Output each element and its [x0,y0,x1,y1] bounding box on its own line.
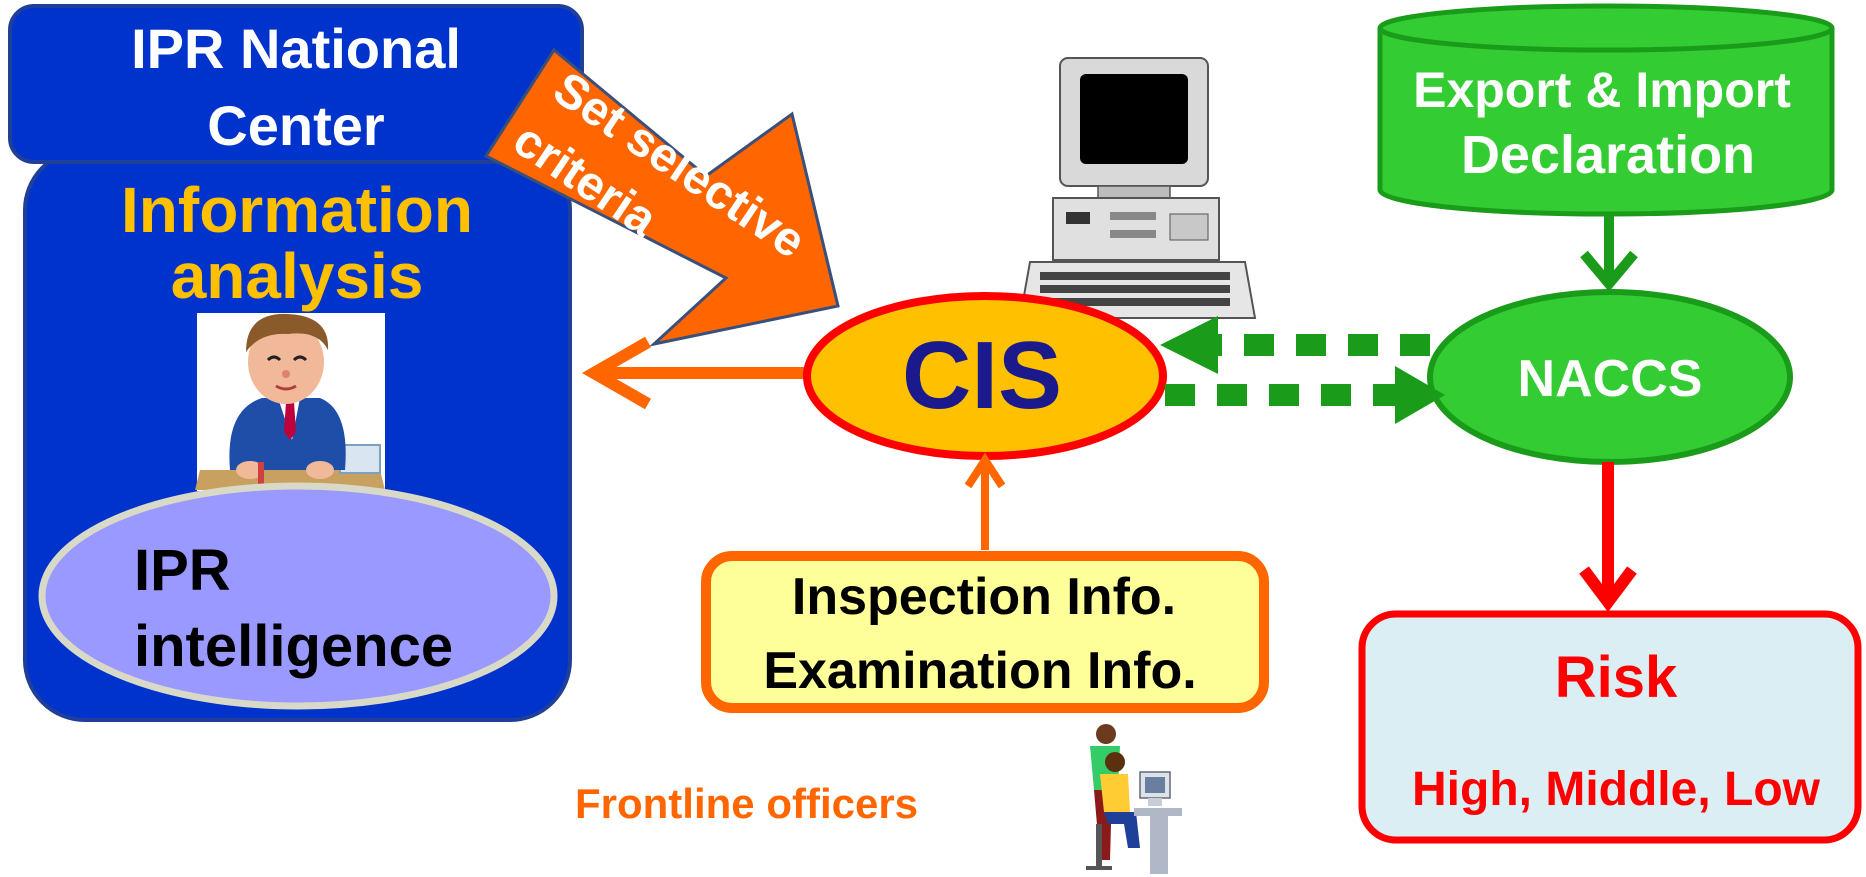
cis-label: CIS [902,322,1062,429]
declaration-label-line1: Export & Import [1413,62,1791,118]
risk-title: Risk [1555,645,1678,710]
inspection-label-line1: Inspection Info. [792,568,1176,626]
declaration-database: Export & Import Declaration [1377,3,1835,217]
ipr-center-block: IPR National Center Information analysis [8,4,584,722]
intelligence-label-line1: IPR [134,538,231,603]
naccs-node: NACCS [1427,289,1793,465]
ipr-center-title-line1: IPR National [131,17,461,80]
inspection-to-cis-arrow [964,452,1006,550]
cis-naccs-exchange-arrows [1160,316,1445,424]
analysis-label-line1: Information [121,174,473,246]
cis-to-ipr-arrow [581,336,820,410]
declaration-to-naccs-arrow [1580,214,1638,292]
inspection-info-box: Inspection Info. Examination Info. [701,551,1269,713]
ipr-center-title-line2: Center [207,94,384,157]
naccs-label: NACCS [1518,350,1703,408]
declaration-label-line2: Declaration [1461,125,1755,185]
naccs-to-risk-arrow [1579,462,1637,612]
frontline-officers-icon [1086,724,1182,874]
inspection-label-line2: Examination Info. [763,642,1196,700]
intelligence-ellipse [38,482,558,710]
analyst-person-icon [195,313,385,491]
cis-node: CIS [803,292,1167,460]
criteria-arrow-shape [483,47,840,347]
frontline-label: Frontline officers [575,780,918,827]
desktop-computer-icon [1018,57,1257,319]
risk-levels: High, Middle, Low [1412,763,1821,816]
intelligence-label-line2: intelligence [134,614,453,679]
risk-box: Risk High, Middle, Low [1358,610,1862,844]
analysis-label-line2: analysis [171,240,424,312]
